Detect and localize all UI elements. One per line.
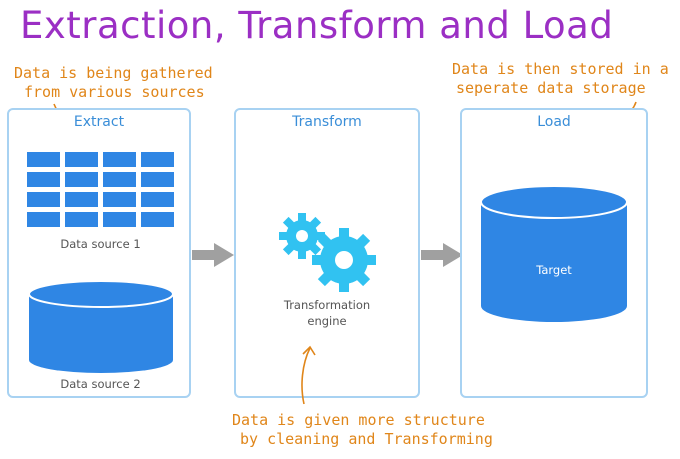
transform-note-line-2: by cleaning and Transforming: [240, 430, 493, 448]
load-note-line-2: seperate data storage: [456, 79, 646, 97]
data-source-2-label: Data source 2: [60, 377, 141, 391]
gears-icon: [279, 213, 376, 292]
transform-note: Data is given more structure by cleaning…: [232, 411, 493, 449]
load-note: Data is then stored in a seperate data s…: [452, 60, 669, 98]
extract-note: Data is being gathered from various sour…: [14, 64, 213, 102]
transformation-engine-line-1: Transformation: [283, 298, 371, 312]
data-source-1-table-icon: [27, 152, 174, 227]
transformation-engine-line-2: engine: [307, 314, 347, 328]
transformation-engine-label: Transformation engine: [236, 297, 418, 329]
extract-panel-title: Extract: [73, 114, 125, 130]
load-panel-title: Load: [537, 114, 571, 130]
target-label: Target: [536, 263, 572, 277]
transform-note-arrow: [301, 345, 316, 405]
extract-to-transform-arrow: [192, 243, 234, 267]
data-source-2-database-icon: [28, 280, 174, 373]
transform-note-line-1: Data is given more structure: [232, 411, 485, 429]
page-title: Extraction, Transform and Load: [20, 4, 614, 47]
target-database-icon: [480, 185, 628, 322]
transform-panel-title: Transform: [292, 114, 362, 130]
transform-to-load-arrow: [421, 243, 463, 267]
data-source-1-label: Data source 1: [60, 237, 141, 251]
extract-note-line-2: from various sources: [24, 83, 205, 101]
extract-note-line-1: Data is being gathered: [14, 64, 213, 82]
load-note-line-1: Data is then stored in a: [452, 60, 669, 78]
